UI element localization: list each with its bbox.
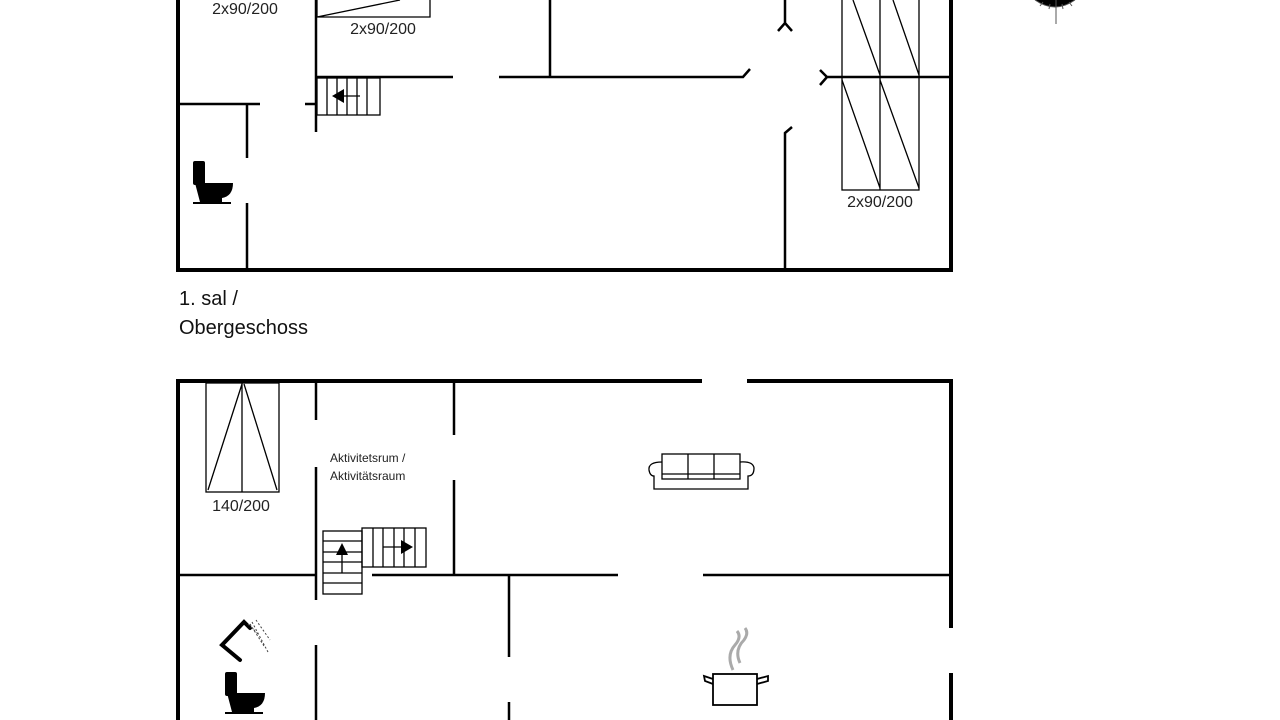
outer-wall xyxy=(176,379,702,720)
bed-right-top xyxy=(841,0,920,77)
upper-floor-plan: 2x90/200 2x90/200 2x90/200 xyxy=(176,0,1076,272)
arrow-left-icon xyxy=(332,89,344,103)
floor-title-line2: Obergeschoss xyxy=(179,317,308,339)
bed-right-bottom xyxy=(841,76,920,191)
staircase xyxy=(316,77,381,116)
toilet-icon xyxy=(193,161,233,204)
bed-label: 2x90/200 xyxy=(350,21,416,38)
ground-floor-plan: Aktivitetsrum / Aktivitätsraum 140/200 xyxy=(176,379,953,720)
sofa-icon xyxy=(648,453,755,490)
cooking-pot-icon xyxy=(702,627,769,706)
bed-top-middle xyxy=(316,0,431,18)
outer-wall xyxy=(747,379,953,628)
arrow-up-icon xyxy=(336,543,348,555)
floor-title-line1: 1. sal / xyxy=(179,288,238,310)
staircase xyxy=(322,527,427,595)
room-label-line1: Aktivitetsrum / xyxy=(330,451,406,465)
outer-wall xyxy=(176,0,953,272)
bed-label: 2x90/200 xyxy=(212,1,278,18)
shower-icon xyxy=(219,619,271,662)
toilet-icon xyxy=(225,672,265,714)
double-bed xyxy=(205,382,280,493)
interior-walls xyxy=(178,0,951,270)
arrow-right-icon xyxy=(401,540,413,554)
room-label-line2: Aktivitätsraum xyxy=(330,469,405,483)
compass-icon xyxy=(1034,0,1076,24)
bed-label: 140/200 xyxy=(212,498,270,515)
interior-walls xyxy=(178,381,951,720)
bed-label: 2x90/200 xyxy=(847,194,913,211)
